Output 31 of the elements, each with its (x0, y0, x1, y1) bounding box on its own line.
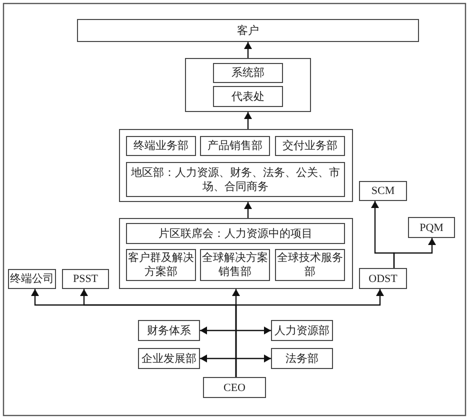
department-group (119, 129, 353, 202)
department-box: 交付业务部 (275, 136, 345, 156)
department-group (185, 58, 311, 112)
department-box: PQM (408, 217, 455, 238)
department-box: 人力资源部 (271, 320, 333, 341)
department-box: 企业发展部 (138, 348, 200, 369)
department-box: 客户 (77, 19, 419, 42)
department-box: 代表处 (213, 86, 283, 107)
department-box: CEO (203, 377, 266, 398)
department-box: 客户群及解决方案部 (126, 249, 196, 281)
department-box: 系统部 (213, 63, 283, 83)
department-group (119, 218, 353, 289)
arrow (235, 289, 384, 377)
department-box: 片区联席会：人力资源中的项目 (126, 223, 345, 244)
arrow (200, 326, 271, 334)
department-box: SCM (359, 181, 407, 201)
arrow (244, 112, 252, 129)
department-box: PSST (62, 269, 109, 289)
arrow (393, 238, 436, 268)
department-box: 全球解决方案销售部 (200, 249, 270, 281)
arrow (200, 354, 271, 362)
department-box: ODST (359, 268, 407, 289)
department-box: 法务部 (271, 348, 333, 369)
department-box: 地区部：人力资源、财务、法务、公关、市场、合同商务 (126, 162, 345, 197)
department-box: 财务体系 (138, 320, 200, 341)
department-box: 全球技术服务部 (275, 249, 345, 281)
department-box: 终端公司 (8, 269, 56, 289)
arrow (244, 202, 252, 218)
department-box: 终端业务部 (126, 136, 196, 156)
arrow (244, 42, 252, 58)
department-box: 产品销售部 (200, 136, 270, 156)
